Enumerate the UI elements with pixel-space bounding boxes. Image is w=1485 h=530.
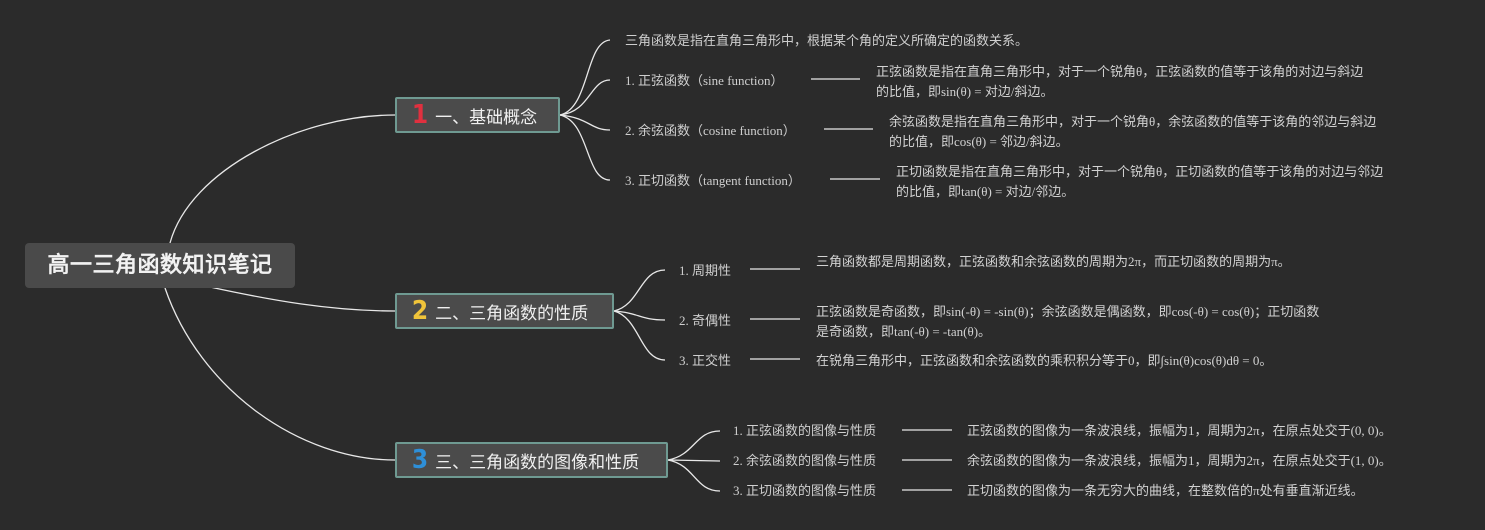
branch-node-2[interactable]: 2 二、三角函数的性质: [395, 293, 614, 329]
branch-2-item-2[interactable]: 2. 奇偶性: [679, 313, 732, 328]
branch-2-item-1[interactable]: 1. 周期性: [679, 263, 732, 278]
root-to-branch-2: [209, 286, 396, 312]
branch-3-item-2[interactable]: 2. 余弦函数的图像与性质: [733, 453, 877, 468]
branch-3-item-1[interactable]: 1. 正弦函数的图像与性质: [733, 423, 877, 438]
branch-2-to-item-1: [613, 269, 666, 312]
branch-1-item-2[interactable]: 2. 余弦函数（cosine function）: [625, 123, 796, 138]
branch-2-item-1-detail[interactable]: 三角函数都是周期函数，正弦函数和余弦函数的周期为2π，而正切函数的周期为π。: [816, 254, 1291, 269]
branch-node-1[interactable]: 1 一、基础概念: [395, 97, 560, 133]
branch-2-item-2-detail[interactable]: 正弦函数是奇函数，即sin(-θ) = -sin(θ)；余弦函数是偶函数，即co…: [816, 304, 1320, 339]
branch-3-item-3[interactable]: 3. 正切函数的图像与性质: [733, 483, 877, 498]
root-title: 高一三角函数知识笔记: [47, 253, 273, 278]
branch-2-item-3[interactable]: 3. 正交性: [679, 353, 732, 368]
branch-1-item-2-detail[interactable]: 余弦函数是指在直角三角形中，对于一个锐角θ，余弦函数的值等于该角的邻边与斜边的比…: [889, 114, 1377, 149]
root-to-branch-3: [164, 287, 396, 461]
branch-3-to-item-3: [667, 459, 721, 492]
branch-3-item-2-detail[interactable]: 余弦函数的图像为一条波浪线，振幅为1，周期为2π，在原点处交于(1, 0)。: [967, 453, 1392, 468]
branch-2-to-item-2: [613, 310, 666, 321]
branch-label-2: 二、三角函数的性质: [435, 303, 589, 324]
branch-label-1: 一、基础概念: [435, 107, 538, 128]
branch-number-1: 1: [411, 100, 429, 130]
branch-label-3: 三、三角函数的图像和性质: [435, 452, 640, 473]
branch-3-to-item-1: [667, 430, 721, 461]
branch-3-item-1-detail[interactable]: 正弦函数的图像为一条波浪线，振幅为1，周期为2π，在原点处交于(0, 0)。: [967, 423, 1392, 438]
branch-1-item-1[interactable]: 1. 正弦函数（sine function）: [625, 73, 784, 88]
branch-1-item-1-detail[interactable]: 正弦函数是指在直角三角形中，对于一个锐角θ，正弦函数的值等于该角的对边与斜边的比…: [876, 64, 1364, 99]
branch-1-to-item-2: [559, 114, 611, 131]
branch-1-item-3-detail[interactable]: 正切函数是指在直角三角形中，对于一个锐角θ，正切函数的值等于该角的对边与邻边的比…: [896, 164, 1384, 199]
branch-2-to-item-3: [613, 310, 666, 361]
branch-1-to-item-3: [559, 114, 611, 181]
branch-number-2: 2: [411, 296, 429, 326]
branch-1-item-3[interactable]: 3. 正切函数（tangent function）: [625, 173, 801, 188]
branch-2-item-3-detail[interactable]: 在锐角三角形中，正弦函数和余弦函数的乘积积分等于0，即∫sin(θ)cos(θ)…: [816, 353, 1273, 368]
root-to-branch-1: [169, 114, 396, 244]
branch-3-to-item-2: [667, 459, 721, 462]
branch-number-3: 3: [411, 445, 429, 475]
branch-node-3[interactable]: 3 三、三角函数的图像和性质: [395, 442, 668, 478]
branch-1-to-intro: [559, 39, 611, 116]
root-node[interactable]: 高一三角函数知识笔记: [25, 243, 295, 288]
branch-1-to-item-1: [559, 79, 611, 116]
branch-1-intro[interactable]: 三角函数是指在直角三角形中，根据某个角的定义所确定的函数关系。: [625, 33, 1029, 48]
branch-3-item-3-detail[interactable]: 正切函数的图像为一条无穷大的曲线，在整数倍的π处有垂直渐近线。: [967, 483, 1364, 498]
